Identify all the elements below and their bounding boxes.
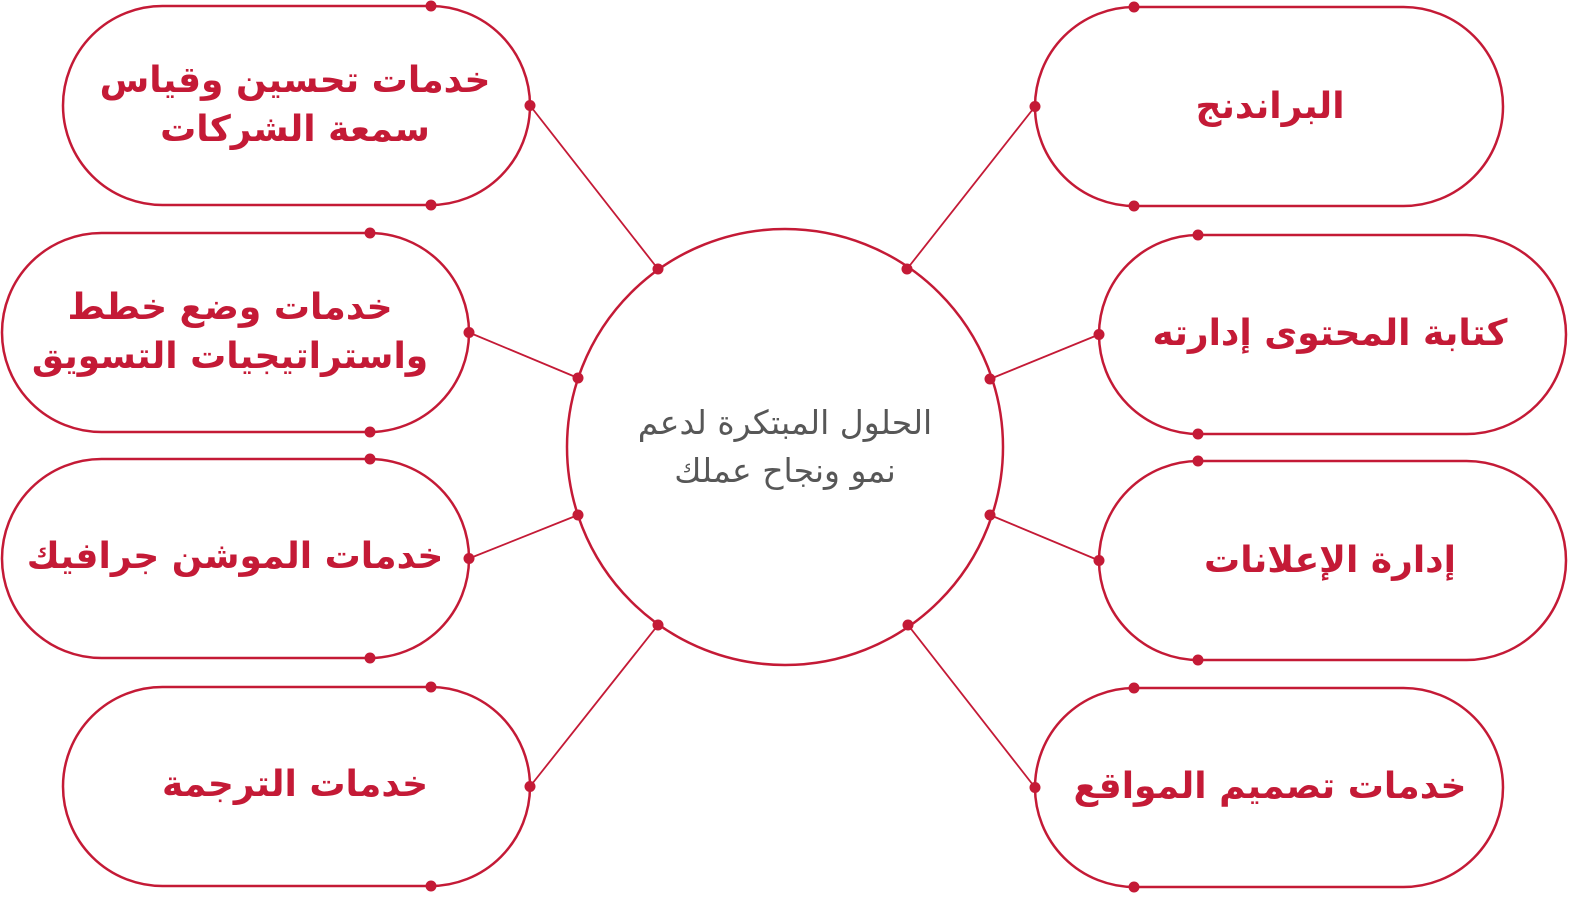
pill-bottom-dot (425, 880, 437, 892)
connector-line (989, 514, 1100, 562)
connector-line (989, 333, 1100, 380)
center-circle (565, 227, 1005, 667)
pill-top-dot (1192, 229, 1204, 241)
service-label-content-writing: كتابة المحتوى إدارته (1152, 313, 1508, 355)
pill-bottom-dot (425, 199, 437, 211)
pill-bottom-dot (364, 652, 376, 664)
pill-bottom-dot (1128, 881, 1140, 893)
service-label-branding: البراندنج (1195, 86, 1345, 128)
service-label-marketing-strategy: خدمات وضع خطط واستراتيجيات التسويق (31, 286, 429, 377)
connector-dots (364, 0, 1204, 893)
pill-bottom-dot (364, 426, 376, 438)
connector-dot-pill (1093, 329, 1105, 340)
center-title: الحلول المبتكرة لدعم نمو ونجاح عملك (637, 403, 933, 490)
connector-line (906, 105, 1036, 270)
service-label-translation: خدمات الترجمة (161, 764, 429, 806)
pill-top-dot (364, 453, 376, 465)
service-pills (0, 4, 1568, 889)
connector-dot-circle (572, 509, 584, 521)
connector-dot-circle (984, 373, 996, 385)
connector-dot-circle (984, 509, 996, 521)
pill-top-dot (364, 227, 376, 239)
pill-top-dot (1128, 682, 1140, 694)
connector-dot-circle (902, 619, 914, 631)
connector-dot-pill (463, 553, 475, 564)
connector-line (468, 514, 579, 560)
service-label-ads-management: إدارة الإعلانات (1204, 540, 1456, 582)
connector-line (529, 624, 659, 788)
connector-dot-circle (572, 372, 584, 384)
connector-dot-circle (652, 263, 664, 275)
pill-top-dot (425, 0, 437, 12)
pill-bottom-dot (1192, 428, 1204, 440)
pill-bottom-dot (1128, 200, 1140, 212)
pill-top-dot (1192, 455, 1204, 467)
connector-line (468, 331, 579, 379)
connector-dot-pill (524, 100, 536, 111)
connector-dot-pill (1029, 782, 1041, 793)
connector-dot-pill (1093, 555, 1105, 566)
service-label-motion-graphics: خدمات الموشن جرافيك (26, 536, 444, 578)
pill-top-dot (425, 681, 437, 693)
pill-bottom-dot (1192, 654, 1204, 666)
connector-dot-circle (652, 619, 664, 631)
connector-dot-pill (1029, 101, 1041, 112)
connector-dot-pill (524, 781, 536, 792)
service-label-reputation: خدمات تحسين وقياس سمعة الشركات (99, 59, 491, 150)
connector-dot-pill (463, 327, 475, 338)
connector-line (529, 104, 659, 270)
service-label-web-design: خدمات تصميم المواقع (1073, 766, 1467, 808)
pill-top-dot (1128, 1, 1140, 13)
connector-lines (468, 104, 1100, 789)
connector-dot-circle (901, 263, 913, 275)
connector-line (907, 624, 1036, 789)
